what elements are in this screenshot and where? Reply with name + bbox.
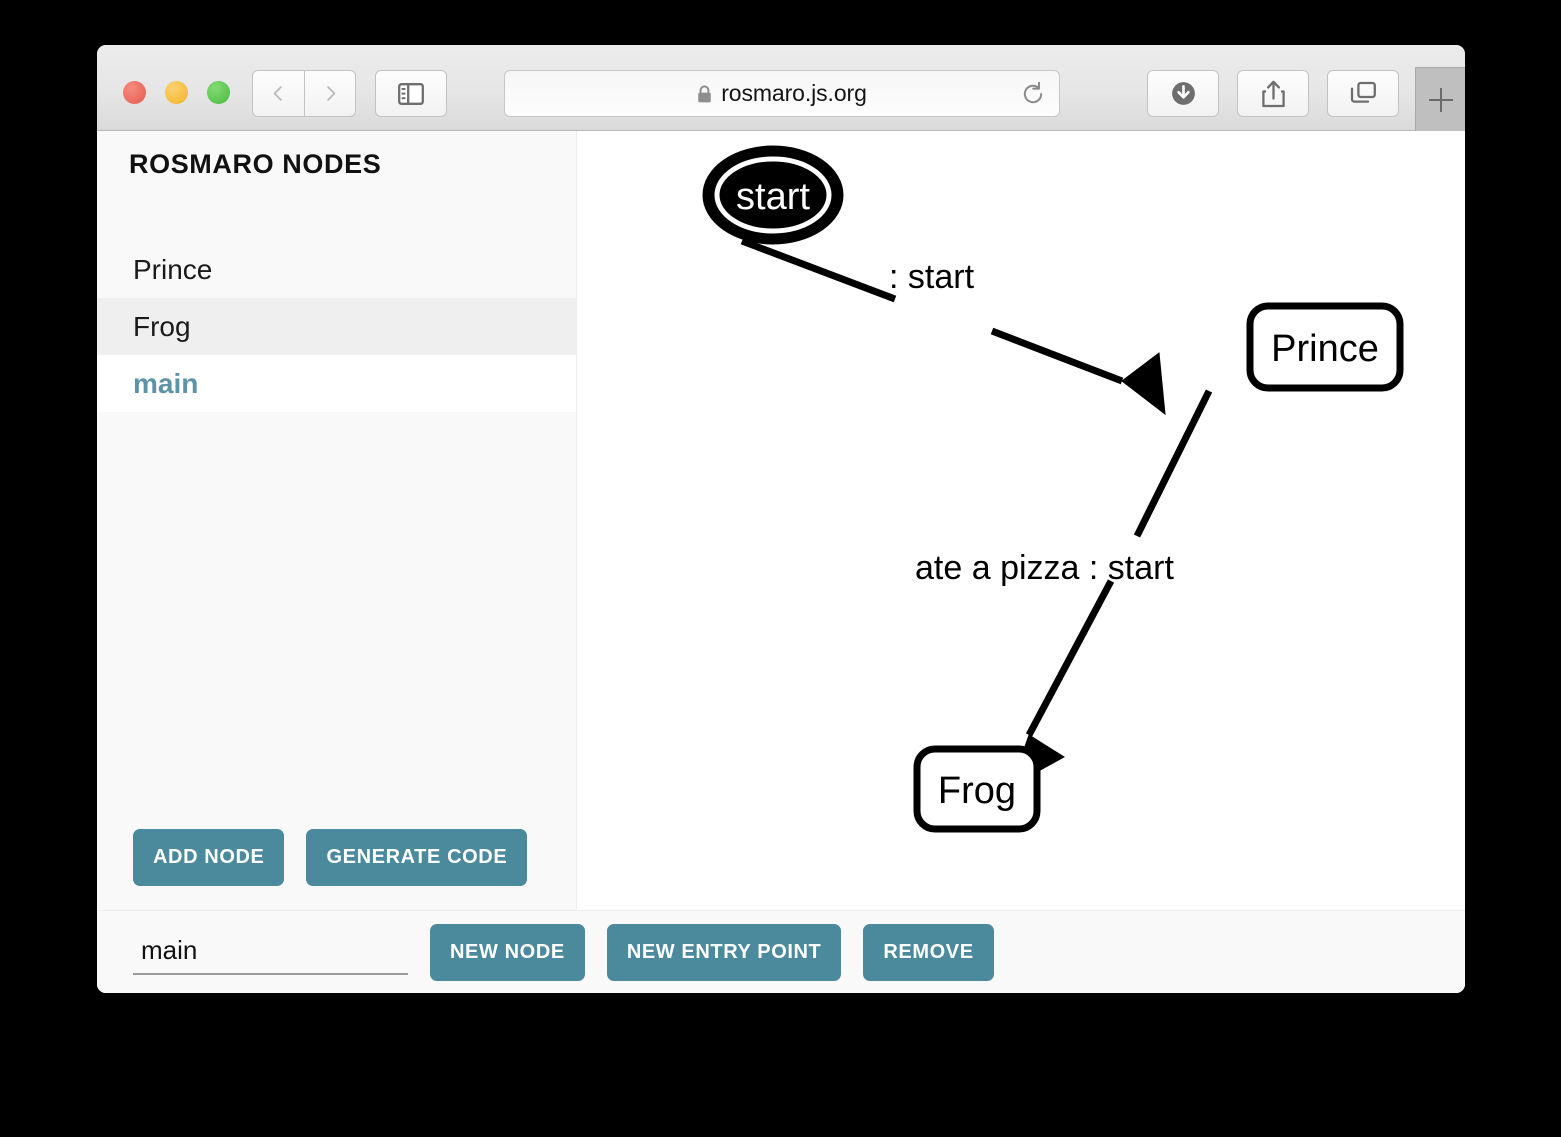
browser-toolbar: rosmaro.js.org bbox=[97, 45, 1465, 131]
new-node-button[interactable]: NEW NODE bbox=[430, 923, 585, 981]
sidebar-item-prince[interactable]: Prince bbox=[97, 241, 576, 298]
new-tab-button[interactable] bbox=[1415, 67, 1465, 131]
start-node-label: start bbox=[736, 176, 810, 218]
show-tabs-icon bbox=[1350, 81, 1376, 103]
frog-node-box bbox=[913, 745, 1041, 833]
edge-prince-to-frog-segment-2 bbox=[1025, 579, 1115, 737]
sidebar-item-label: Frog bbox=[133, 310, 191, 342]
prince-node-label: Prince bbox=[1271, 328, 1379, 370]
chevron-left-icon bbox=[273, 86, 282, 101]
edge-start-to-prince-segment-1 bbox=[740, 237, 897, 303]
frog-node-label: Frog bbox=[938, 770, 1016, 812]
share-icon bbox=[1261, 80, 1285, 107]
sidebar-toggle-button[interactable] bbox=[375, 70, 447, 117]
generate-code-button[interactable]: GENERATE CODE bbox=[306, 829, 528, 886]
add-node-button[interactable]: ADD NODE bbox=[133, 829, 285, 886]
reload-button[interactable] bbox=[1021, 81, 1045, 106]
address-bar-url: rosmaro.js.org bbox=[721, 80, 867, 106]
edge-start-to-prince-segment-2 bbox=[990, 327, 1124, 385]
forward-button[interactable] bbox=[304, 70, 356, 117]
address-bar[interactable]: rosmaro.js.org bbox=[504, 70, 1060, 117]
new-entry-point-button[interactable]: NEW ENTRY POINT bbox=[606, 923, 842, 981]
sidebar-item-frog[interactable]: Frog bbox=[97, 298, 576, 355]
downloads-button[interactable] bbox=[1147, 70, 1219, 117]
graph-node-start[interactable]: start bbox=[702, 145, 844, 245]
close-window-button[interactable] bbox=[123, 81, 146, 104]
edge-label-start-to-prince: : start bbox=[889, 258, 975, 296]
lock-icon bbox=[698, 84, 711, 102]
sidebar-item-main[interactable]: main bbox=[97, 355, 576, 412]
remove-button[interactable]: REMOVE bbox=[863, 923, 994, 981]
plus-icon bbox=[1428, 87, 1453, 112]
chevron-right-icon bbox=[326, 86, 335, 101]
sidebar: ROSMARO NODES Prince Frog main ADD NODE … bbox=[97, 131, 577, 910]
address-bar-content: rosmaro.js.org bbox=[697, 80, 867, 107]
maximize-window-button[interactable] bbox=[207, 81, 230, 104]
sidebar-toggle-icon bbox=[398, 82, 424, 105]
bottom-toolbar: NEW NODE NEW ENTRY POINT REMOVE bbox=[97, 910, 1465, 993]
page-title: ROSMARO NODES bbox=[129, 149, 382, 179]
browser-window: rosmaro.js.org bbox=[97, 45, 1465, 993]
minimize-window-button[interactable] bbox=[165, 81, 188, 104]
page-content: ROSMARO NODES Prince Frog main ADD NODE … bbox=[97, 131, 1465, 993]
prince-node-box bbox=[1246, 302, 1404, 392]
graph-node-prince[interactable]: Prince bbox=[1246, 302, 1404, 392]
back-button[interactable] bbox=[252, 70, 304, 117]
edge-label-prince-to-frog: ate a pizza : start bbox=[915, 549, 1174, 587]
sidebar-item-label: Prince bbox=[133, 253, 213, 285]
graph-canvas[interactable]: : start ate a pizza : start start bbox=[577, 131, 1465, 910]
sidebar-item-label: main bbox=[133, 367, 199, 399]
state-graph: : start ate a pizza : start start bbox=[702, 145, 1404, 833]
node-name-input[interactable] bbox=[133, 929, 408, 975]
graph-node-frog[interactable]: Frog bbox=[913, 745, 1041, 833]
sidebar-actions: ADD NODE GENERATE CODE bbox=[133, 829, 528, 886]
download-icon bbox=[1171, 82, 1195, 105]
edge-prince-to-frog-segment-1 bbox=[1133, 389, 1213, 538]
share-button[interactable] bbox=[1237, 70, 1309, 117]
node-list: Prince Frog main bbox=[97, 241, 576, 412]
show-tabs-button[interactable] bbox=[1327, 70, 1399, 117]
start-node-inner-ellipse bbox=[714, 156, 832, 234]
edge-start-to-prince-arrowhead bbox=[1121, 352, 1166, 416]
